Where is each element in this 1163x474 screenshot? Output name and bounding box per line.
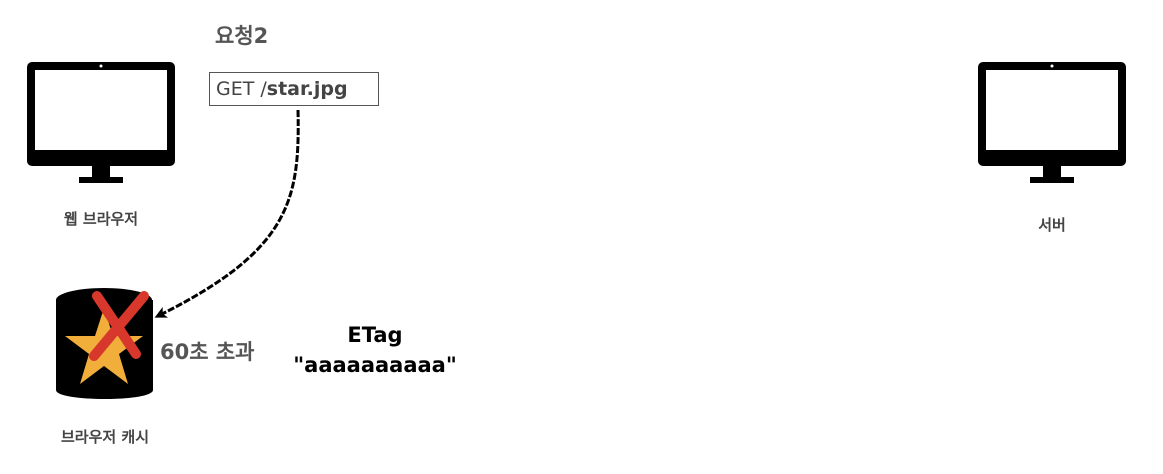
etag-value: "aaaaaaaaaa" [293, 353, 457, 377]
cache-label: 브라우저 캐시 [60, 428, 150, 446]
cache-database-star-icon [56, 288, 153, 399]
etag-title: ETag [347, 323, 403, 347]
request-method: GET / [216, 78, 267, 100]
request-box: GET /star.jpg [209, 72, 379, 106]
etag-block: ETag "aaaaaaaaaa" [270, 320, 480, 380]
client-label: 웹 브라우저 [63, 210, 139, 228]
server-label: 서버 [1038, 216, 1066, 234]
request-path: star.jpg [266, 78, 348, 100]
client-monitor-icon [27, 62, 175, 183]
server-monitor-icon [978, 62, 1126, 183]
cache-status: 60초 초과 [160, 340, 255, 364]
request-title: 요청2 [215, 24, 269, 48]
